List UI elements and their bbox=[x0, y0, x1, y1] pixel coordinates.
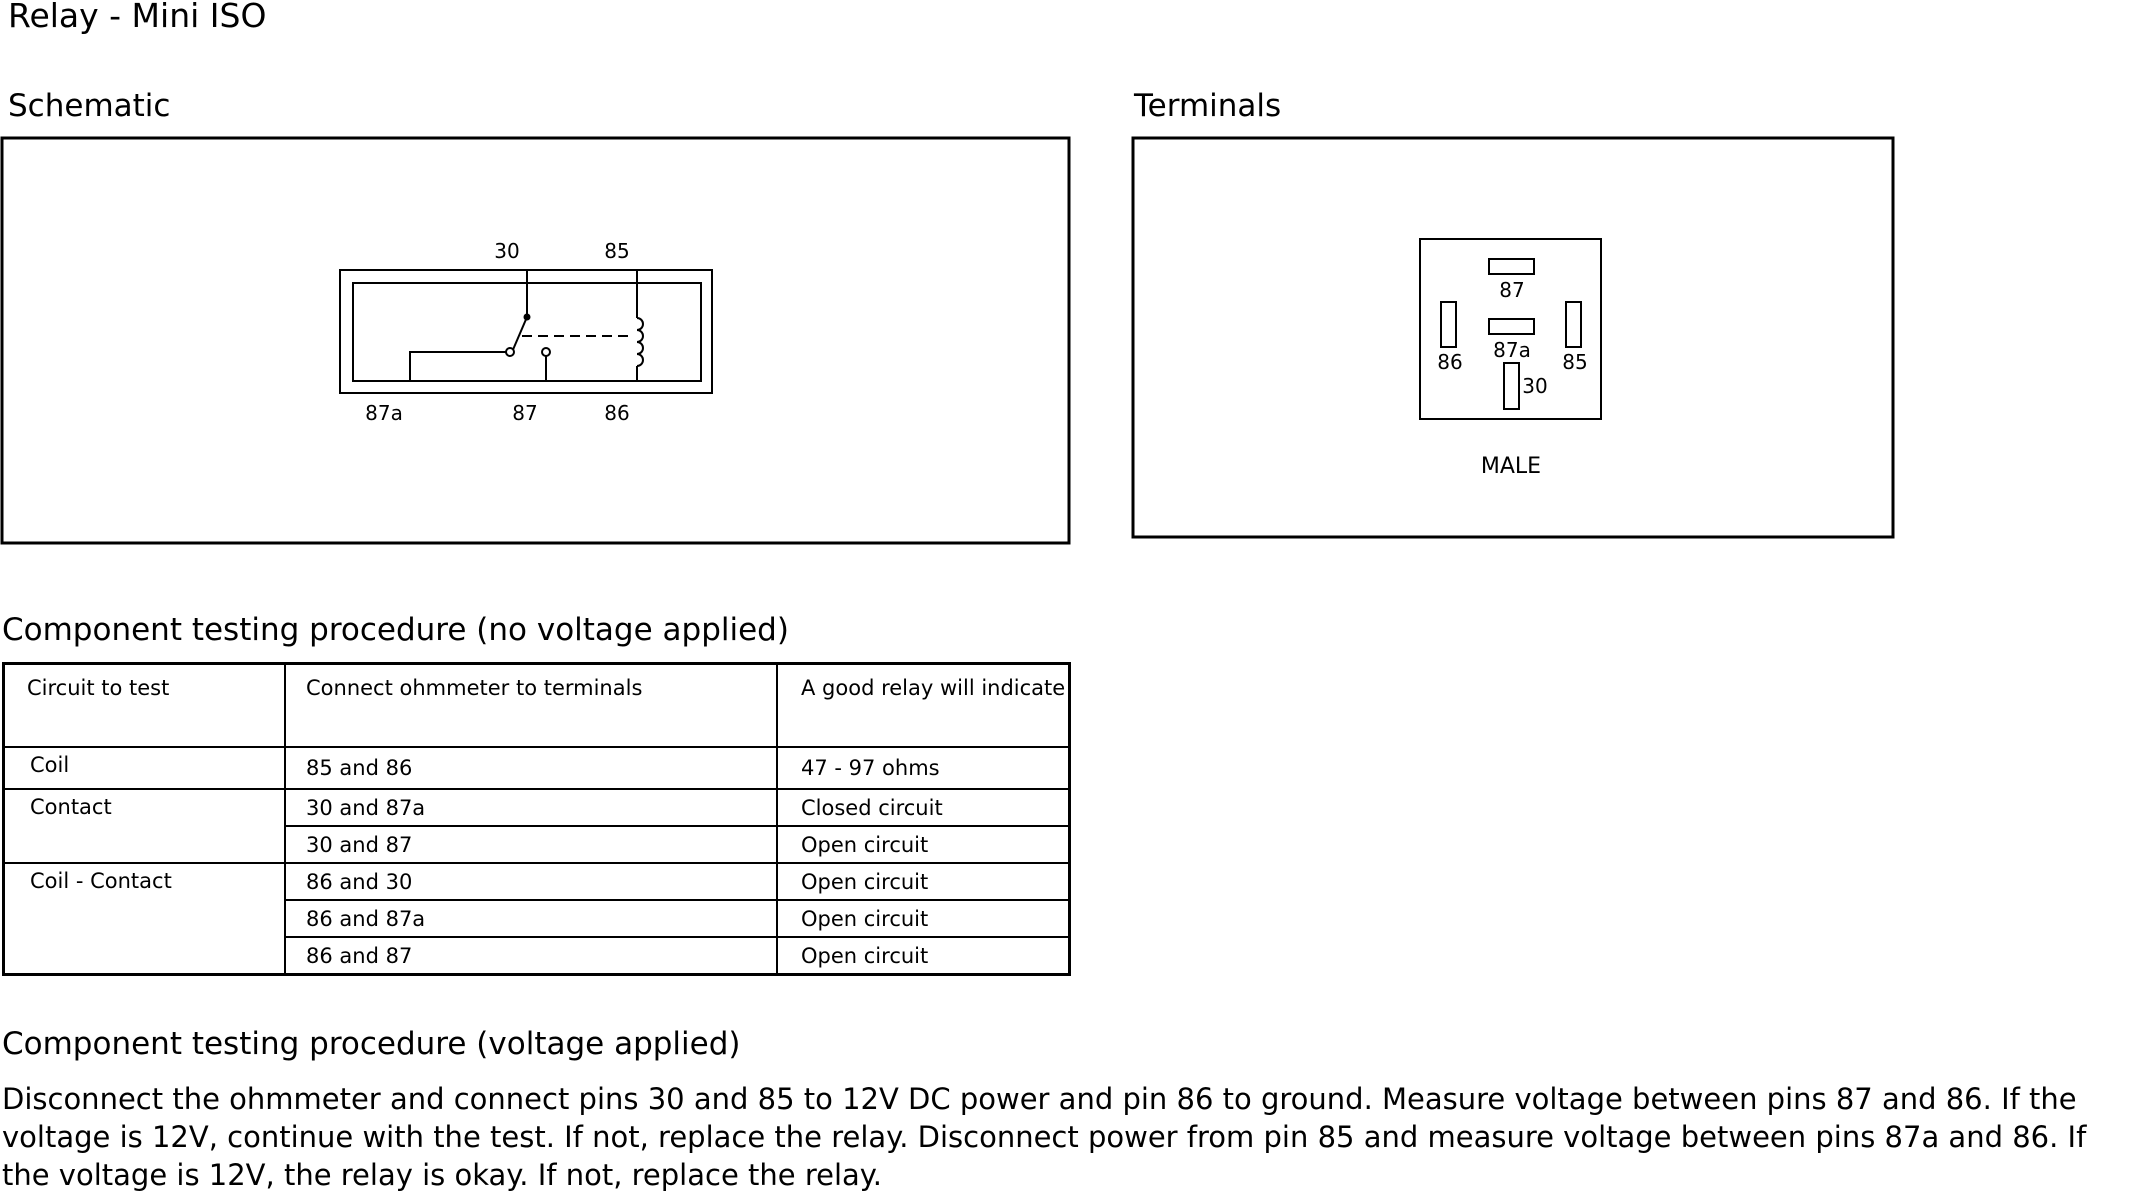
circuit-cell: Contact bbox=[2, 788, 286, 864]
terminals-cell: 85 and 86 bbox=[284, 746, 778, 790]
page-title: Relay - Mini ISO bbox=[8, 0, 267, 35]
schematic-label-30: 30 bbox=[494, 239, 519, 263]
pin-30 bbox=[1503, 362, 1520, 410]
wire-87a bbox=[409, 351, 508, 381]
terminals-cell: 30 and 87a bbox=[284, 788, 778, 827]
terminals-heading: Terminals bbox=[1134, 88, 1282, 124]
terminal-label-30: 30 bbox=[1522, 374, 1547, 398]
circuit-cell: Coil bbox=[2, 746, 286, 790]
schematic-heading: Schematic bbox=[8, 88, 171, 124]
terminals-cell: 30 and 87 bbox=[284, 825, 778, 864]
schematic-label-87a: 87a bbox=[365, 401, 403, 425]
terminal-label-87a: 87a bbox=[1493, 338, 1531, 362]
result-cell: Open circuit bbox=[776, 899, 1071, 938]
pin-87a bbox=[1488, 318, 1535, 335]
switch-arm bbox=[511, 316, 528, 353]
circuit-cell: Coil - Contact bbox=[2, 862, 286, 976]
terminals-cell: 86 and 87 bbox=[284, 936, 778, 976]
terminal-label-86: 86 bbox=[1437, 350, 1462, 374]
terminals-cell: 86 and 87a bbox=[284, 899, 778, 938]
contact-87a bbox=[505, 347, 515, 357]
schematic-label-85: 85 bbox=[604, 239, 629, 263]
contact-87 bbox=[541, 347, 551, 357]
schematic-label-87: 87 bbox=[512, 401, 537, 425]
table-row: 86 and 87 Open circuit bbox=[4, 936, 1071, 976]
no-voltage-heading: Component testing procedure (no voltage … bbox=[2, 612, 789, 648]
header-terminals: Connect ohmmeter to terminals bbox=[284, 662, 778, 748]
diagram-canvas: 30 85 87a 87 86 87 86 87a 85 30 MALE bbox=[0, 136, 1895, 545]
result-cell: Open circuit bbox=[776, 862, 1071, 901]
schematic-frame bbox=[0, 136, 1071, 545]
terminal-caption-male: MALE bbox=[1481, 454, 1541, 479]
table-row: 30 and 87 Open circuit bbox=[4, 825, 1071, 864]
terminal-label-87: 87 bbox=[1499, 278, 1524, 302]
header-circuit: Circuit to test bbox=[2, 662, 286, 748]
voltage-procedure-text: Disconnect the ohmmeter and connect pins… bbox=[2, 1082, 2087, 1192]
pin-86 bbox=[1440, 301, 1457, 348]
table-row: Contact 30 and 87a Closed circuit bbox=[2, 788, 1071, 864]
header-result: A good relay will indicate bbox=[776, 662, 1071, 748]
table-header-row: Circuit to test Connect ohmmeter to term… bbox=[2, 662, 1071, 748]
result-cell: Closed circuit bbox=[776, 788, 1071, 827]
no-voltage-test-table: Circuit to test Connect ohmmeter to term… bbox=[2, 662, 1071, 976]
result-cell: Open circuit bbox=[776, 825, 1071, 864]
voltage-heading: Component testing procedure (voltage app… bbox=[2, 1026, 741, 1062]
schematic-panel: 30 85 87a 87 86 bbox=[0, 136, 1071, 545]
relay-footprint bbox=[1419, 238, 1602, 420]
schematic-label-86: 86 bbox=[604, 401, 629, 425]
table-row: Coil - Contact 86 and 30 Open circuit bbox=[2, 862, 1071, 976]
pin-87 bbox=[1488, 258, 1535, 275]
switch-pivot bbox=[523, 313, 531, 321]
table-row: Coil 85 and 86 47 - 97 ohms bbox=[2, 746, 1071, 790]
terminals-panel: 87 86 87a 85 30 MALE bbox=[1131, 136, 1895, 539]
table-row: 86 and 87a Open circuit bbox=[4, 899, 1071, 938]
terminals-cell: 86 and 30 bbox=[284, 862, 778, 901]
relay-schematic bbox=[339, 269, 713, 394]
terminal-label-85: 85 bbox=[1562, 350, 1587, 374]
pin-85 bbox=[1565, 301, 1582, 348]
result-cell: Open circuit bbox=[776, 936, 1071, 976]
terminals-frame bbox=[1131, 136, 1895, 539]
coil-winding bbox=[636, 317, 644, 367]
result-cell: 47 - 97 ohms bbox=[776, 746, 1071, 790]
